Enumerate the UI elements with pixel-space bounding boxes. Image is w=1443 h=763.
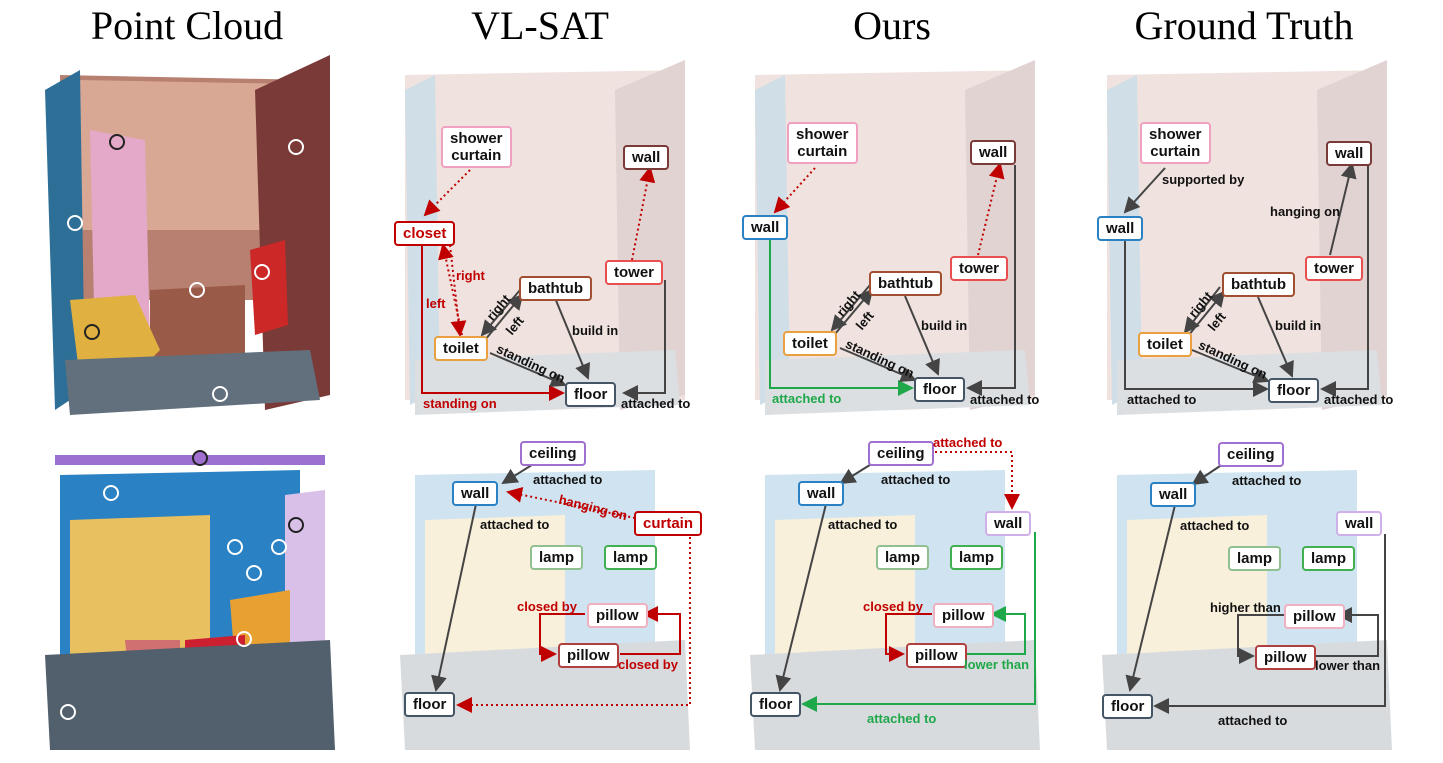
ours2-pillow-1-node: pillow (933, 603, 994, 628)
column-title-ours: Ours (853, 3, 931, 48)
vlsat1-attached-to-label: attached to (621, 396, 691, 411)
ours2-lamp-1-node: lamp (876, 545, 930, 570)
vlsat1-right-label: right (456, 268, 485, 283)
gt1-toilet-node: toilet (1138, 332, 1192, 357)
vlsat2-closed-by-2-label: closed by (618, 657, 678, 672)
ours2-attached-to-wall-label: attached to (933, 435, 1003, 450)
ours1-tower-node: tower (950, 256, 1009, 281)
gt2-wall-left-node: wall (1150, 482, 1197, 507)
gt1-attached-to-label: attached to (1324, 392, 1394, 407)
gt2-pillow-2-node: pillow (1255, 645, 1316, 670)
vlsat2-floor-node: floor (404, 692, 456, 717)
gt2-wall-right-node: wall (1336, 511, 1383, 536)
vlsat1-tower-node: tower (605, 260, 664, 285)
ours2-floor-node: floor (750, 692, 802, 717)
vlsat1-shower-curtain-node: shower curtain (441, 126, 512, 168)
vlsat2-lamp-2-node: lamp (604, 545, 658, 570)
ours1-toilet-node: toilet (783, 331, 837, 356)
gt1-floor-node: floor (1268, 378, 1320, 403)
ours2-attached-to-right-wall-label: attached to (867, 711, 937, 726)
gt2-pillow-1-node: pillow (1284, 604, 1345, 629)
vlsat2-attached-to-floor-label: attached to (480, 517, 550, 532)
vlsat1-floor-node: floor (565, 382, 617, 407)
vlsat2-closed-by-1-label: closed by (517, 599, 577, 614)
ours2-lamp-2-node: lamp (950, 545, 1004, 570)
vlsat2-attached-to-ceiling-label: attached to (533, 472, 603, 487)
gt2-attached-to-floor-label: attached to (1180, 518, 1250, 533)
ours2-lower-than-label: lower than (964, 657, 1030, 672)
ours1-bathtub-node: bathtub (869, 271, 942, 296)
ours2-closed-by-label: closed by (863, 599, 923, 614)
gt1-hanging-on-label: hanging on (1270, 204, 1341, 219)
ours2-attached-to-floor-label: attached to (828, 517, 898, 532)
column-title-vl-sat: VL-SAT (471, 3, 609, 48)
ours2-ceiling-node: ceiling (868, 441, 934, 466)
vlsat1-toilet-node: toilet (434, 336, 488, 361)
vlsat1-standing-on-closet-label: standing on (423, 396, 497, 411)
vlsat2-wall-node: wall (452, 481, 499, 506)
vlsat1-wall-node: wall (623, 145, 670, 170)
gt2-attached-to-ceiling-label: attached to (1232, 473, 1302, 488)
vlsat2-ceiling-node: ceiling (520, 441, 586, 466)
gt2-ceiling-node: ceiling (1218, 442, 1284, 467)
ours2-attached-to-ceiling-label: attached to (881, 472, 951, 487)
gt2-higher-than-label: higher than (1210, 600, 1281, 615)
gt1-wall-top-node: wall (1326, 141, 1373, 166)
gt2-lower-than-label: lower than (1315, 658, 1381, 673)
vlsat2-lamp-1-node: lamp (530, 545, 584, 570)
gt2-lamp-2-node: lamp (1302, 546, 1356, 571)
gt1-build-in-label: build in (1275, 318, 1322, 333)
vlsat2-pillow-2-node: pillow (558, 643, 619, 668)
ours2-wall-left-node: wall (798, 481, 845, 506)
ours1-shower-curtain-node: shower curtain (787, 122, 858, 164)
point-cloud-living-room (45, 450, 335, 750)
ours1-floor-node: floor (914, 377, 966, 402)
gt2-lamp-1-node: lamp (1228, 546, 1282, 571)
gt1-shower-curtain-node: shower curtain (1140, 122, 1211, 164)
vlsat2-curtain-node: curtain (634, 511, 703, 536)
point-cloud-bathroom (45, 55, 330, 415)
gt2-floor-node: floor (1102, 694, 1154, 719)
gt2-attached-to-right-wall-label: attached to (1218, 713, 1288, 728)
vlsat1-left-label: left (426, 296, 446, 311)
column-title-point-cloud: Point Cloud (90, 3, 284, 48)
vlsat1-closet-node: closet (394, 221, 456, 246)
ours2-wall-right-node: wall (985, 511, 1032, 536)
ours1-attached-to-label: attached to (970, 392, 1040, 407)
vlsat1-bathtub-node: bathtub (519, 276, 592, 301)
gt1-supported-by-label: supported by (1162, 172, 1245, 187)
vlsat1-build-in-label: build in (572, 323, 619, 338)
gt1-attached-to-wall-label: attached to (1127, 392, 1197, 407)
ours1-wall-left-node: wall (742, 215, 789, 240)
ours2-pillow-2-node: pillow (906, 643, 967, 668)
ours1-attached-to-wall-label: attached to (772, 391, 842, 406)
gt1-bathtub-node: bathtub (1222, 272, 1295, 297)
gt1-tower-node: tower (1305, 256, 1364, 281)
vlsat2-pillow-1-node: pillow (587, 603, 648, 628)
ours1-wall-top-node: wall (970, 140, 1017, 165)
ours1-build-in-label: build in (921, 318, 968, 333)
column-title-ground-truth: Ground Truth (1134, 3, 1354, 48)
gt1-wall-left-node: wall (1097, 216, 1144, 241)
